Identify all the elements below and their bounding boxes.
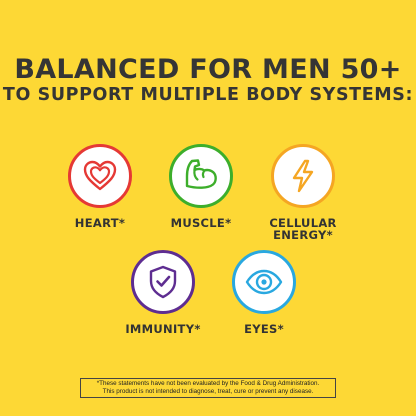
- heart-icon: [83, 160, 117, 191]
- eye-icon: [245, 269, 283, 295]
- energy-badge: [271, 144, 335, 208]
- headline: BALANCED FOR MEN 50+: [14, 54, 402, 85]
- benefit-heart: HEART*: [45, 144, 155, 229]
- benefit-label-immunity: IMMUNITY*: [125, 322, 201, 336]
- subheadline: TO SUPPORT MULTIPLE BODY SYSTEMS:: [2, 85, 414, 105]
- benefit-immunity: IMMUNITY*: [108, 250, 218, 335]
- heart-badge: [68, 144, 132, 208]
- benefit-label-heart: HEART*: [74, 216, 126, 230]
- eyes-badge: [232, 250, 296, 314]
- lightning-bolt-icon: [292, 159, 314, 193]
- shield-check-icon: [149, 265, 177, 299]
- benefit-label-eyes: EYES*: [244, 322, 284, 336]
- benefit-label-cellular-energy: CELLULAR ENERGY*: [269, 216, 337, 242]
- benefit-muscle: MUSCLE*: [146, 144, 256, 229]
- immunity-badge: [131, 250, 195, 314]
- benefit-eyes: EYES*: [209, 250, 319, 335]
- muscle-badge: [169, 144, 233, 208]
- flexed-arm-icon: [185, 159, 217, 189]
- benefit-cellular-energy: CELLULAR ENERGY*: [248, 144, 358, 241]
- benefit-label-muscle: MUSCLE*: [170, 216, 232, 230]
- fda-disclaimer: *These statements have not been evaluate…: [80, 378, 336, 398]
